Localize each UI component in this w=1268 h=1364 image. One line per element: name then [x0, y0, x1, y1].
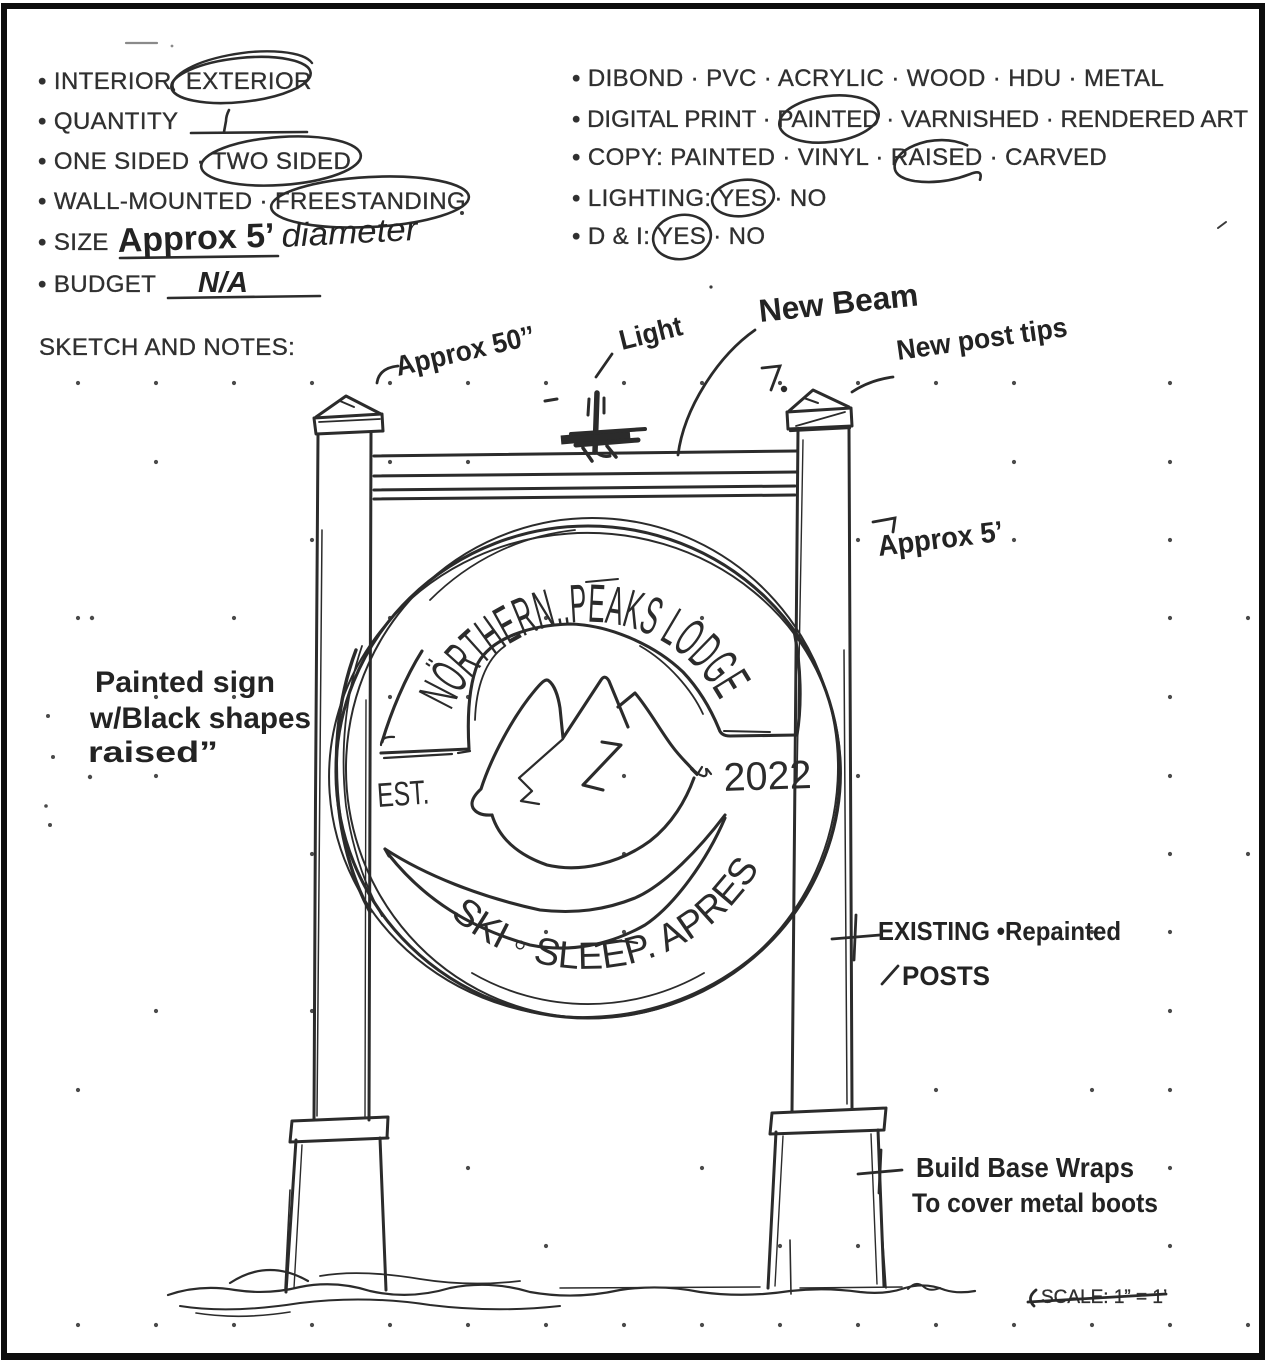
svg-text:To cover metal boots: To cover metal boots	[912, 1188, 1158, 1218]
svg-text:SKI ◦ SLEEP. APRES: SKI ◦ SLEEP. APRES	[444, 850, 767, 978]
svg-text:diameter: diameter	[280, 210, 420, 254]
svg-text:NÖRTHERN..PEAKS LODGE: NÖRTHERN..PEAKS LODGE	[408, 574, 761, 717]
svg-text:POSTS: POSTS	[902, 961, 990, 991]
svg-text:Approx 5’: Approx 5’	[117, 217, 275, 260]
svg-text:N/A: N/A	[198, 267, 248, 299]
svg-text:raised”: raised”	[88, 736, 218, 769]
svg-text:w/Black shapes: w/Black shapes	[89, 702, 311, 735]
svg-text:Approx 50’’: Approx 50’’	[392, 320, 537, 382]
svg-text:EST.: EST.	[376, 773, 431, 815]
svg-text:EXISTING •Repainted: EXISTING •Repainted	[878, 916, 1121, 946]
svg-text:Light: Light	[616, 310, 686, 356]
svg-text:Build Base Wraps: Build Base Wraps	[916, 1152, 1134, 1183]
svg-text:New Beam: New Beam	[757, 276, 920, 329]
svg-text:Painted sign: Painted sign	[95, 666, 275, 699]
svg-text:New post tips: New post tips	[895, 311, 1070, 366]
svg-text:2022: 2022	[723, 753, 812, 800]
